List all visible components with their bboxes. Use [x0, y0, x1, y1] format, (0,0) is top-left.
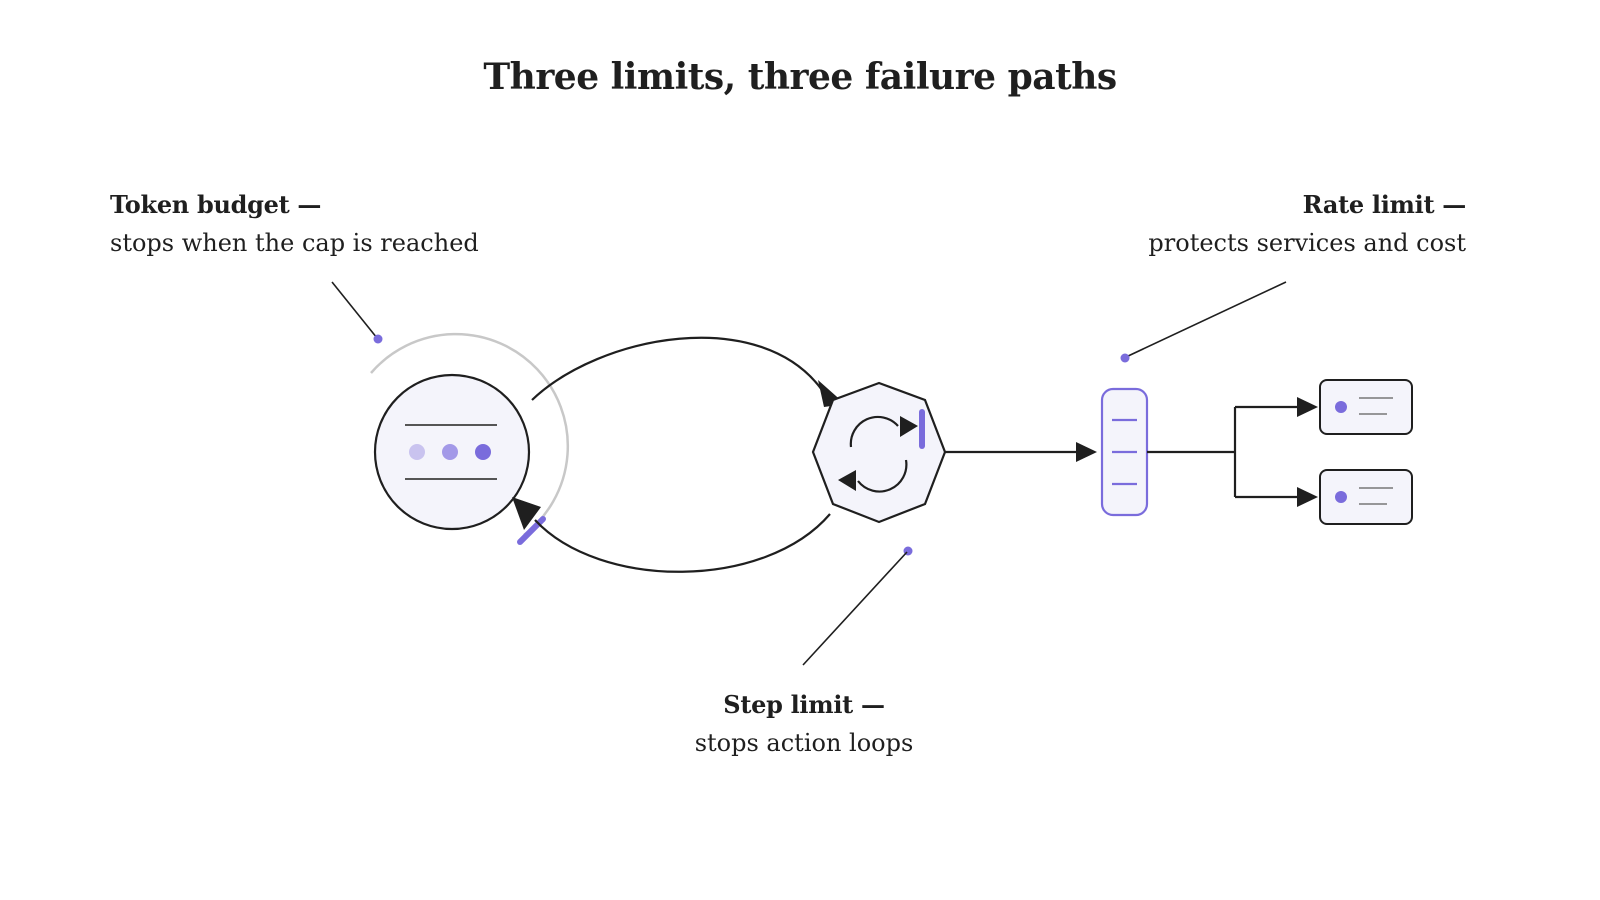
arrow-step-to-rate [945, 442, 1097, 462]
rate-limit-leader [1120, 281, 1287, 363]
rate-limit-callout: Rate limit — protects services and cost [1148, 186, 1466, 262]
token-budget-heading: Token budget — [110, 190, 322, 219]
token-budget-callout: Token budget — stops when the cap is rea… [110, 186, 479, 262]
service-card-bottom [1319, 469, 1413, 525]
diagram-title: Three limits, three failure paths [483, 56, 1117, 98]
step-limit-callout: Step limit — stops action loops [604, 686, 1004, 762]
loop-arrow-forward [531, 336, 845, 407]
service-card-icon [1335, 397, 1393, 415]
rate-limit-description: protects services and cost [1148, 229, 1466, 257]
token-budget-ring [370, 332, 570, 536]
loop-arrow-return [512, 497, 831, 573]
step-limit-description: stops action loops [694, 729, 914, 757]
cycle-arrows-icon [838, 409, 925, 493]
queue-gate-icon [1112, 418, 1137, 486]
step-limit-heading: Step limit — [723, 690, 885, 719]
token-budget-leader [331, 281, 383, 344]
document-with-dots-icon [405, 424, 497, 480]
token-budget-description: stops when the cap is reached [110, 229, 479, 257]
token-node [373, 373, 531, 531]
service-card-top [1319, 379, 1413, 435]
rate-limit-heading: Rate limit — [1302, 190, 1467, 219]
branch-arrows [1147, 397, 1318, 507]
service-card-icon [1335, 487, 1393, 505]
rate-node [1100, 387, 1149, 517]
step-limit-leader [802, 546, 913, 666]
step-node [811, 381, 947, 524]
